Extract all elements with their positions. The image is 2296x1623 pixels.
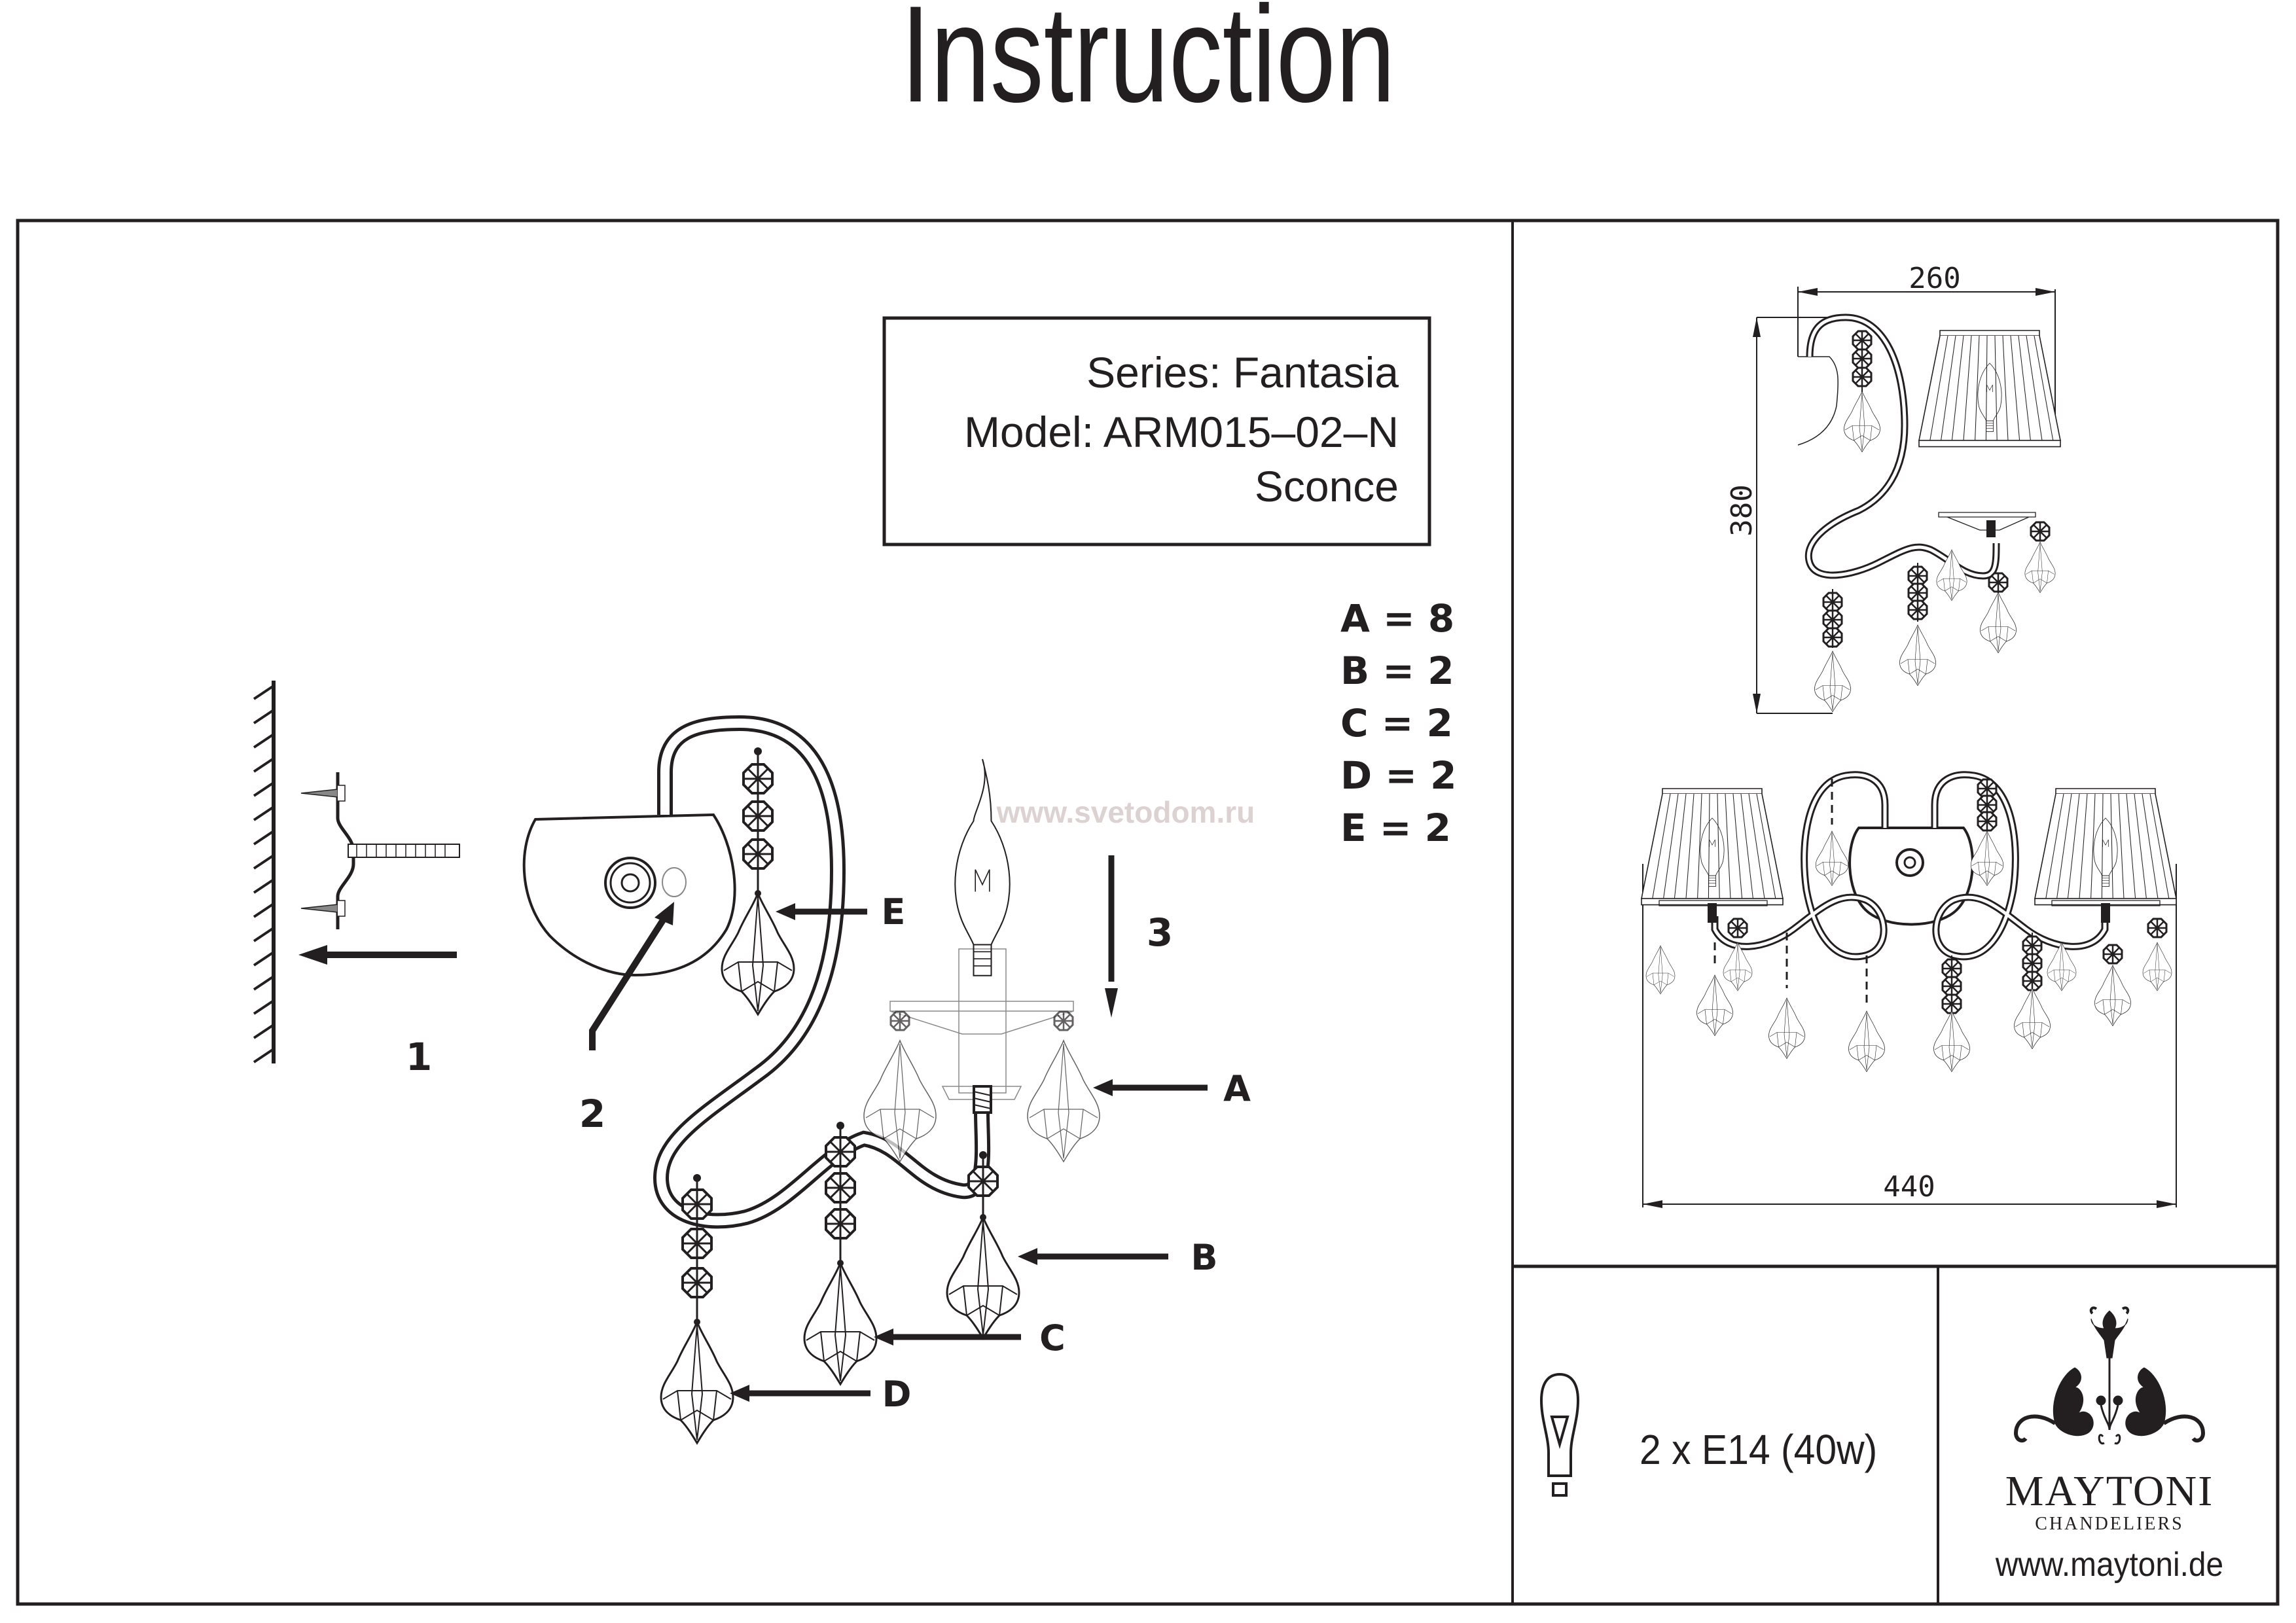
mount-nut-icon [604,857,656,909]
parts-list-item: E = 2 [1340,806,1451,850]
chandelier-ornament-logo [2013,1306,2206,1445]
step-1-wall-mount: 1 [253,681,460,1079]
callout-C: C [874,1317,1066,1359]
sconce-assembly-drawing: www.svetodom.ru 2 3 E A B C [522,715,1255,1444]
chain-D [660,1174,734,1444]
dimension-width-front: 440 [1883,1170,1935,1204]
step-1-label: 1 [406,1035,432,1079]
parts-list-item: C = 2 [1340,701,1453,745]
spec-model: Model: ARM015–02–N [964,408,1399,456]
chain-E [721,747,795,1016]
watermark: www.svetodom.ru [996,795,1255,829]
step-3-label: 3 [1147,910,1173,955]
callout-D: D [730,1374,911,1415]
front-view-drawing: 440 [1641,771,2177,1208]
spec-box: Series: Fantasia Model: ARM015–02–N Scon… [882,316,1431,546]
step-2-arrow [589,911,671,1050]
brand-website: www.maytoni.de [1995,1545,2223,1583]
bulb-spec-text: 2 x E14 (40w) [1640,1427,1877,1474]
parts-list-item: B = 2 [1340,649,1454,693]
parts-list-item: D = 2 [1340,753,1456,798]
callout-A: A [1093,1068,1251,1109]
wall-hatching [253,685,275,1063]
chain-B [946,1151,1020,1340]
spec-series: Series: Fantasia [1086,348,1399,397]
dimension-height-side: 380 [1725,484,1759,536]
brand-name: MAYTONI [2005,1467,2214,1515]
parts-list-item: A = 8 [1340,596,1454,641]
brand-block: MAYTONI CHANDELIERS www.maytoni.de [1995,1306,2223,1583]
parts-list: A = 8 B = 2 C = 2 D = 2 E = 2 [1340,596,1456,850]
side-view-drawing: 260 380 [1725,262,2061,714]
candle-holder [863,948,1100,1162]
outer-frame [16,219,2280,1606]
callout-A-label: A [1223,1068,1251,1109]
callout-E: E [776,891,905,933]
callout-E-label: E [882,891,906,933]
chain-C [803,1122,878,1385]
callout-B-label: B [1191,1237,1217,1278]
dimension-width-side: 260 [1909,262,1960,295]
candle-bulb-icon [954,758,1011,976]
screw-hole [662,867,687,897]
mounting-bracket-icon [300,772,460,929]
base-plate [522,813,736,977]
callout-C-label: C [1039,1317,1066,1359]
bulb-spec: 2 x E14 (40w) [1539,1372,1877,1497]
callout-B: B [1018,1237,1218,1278]
page-title: Instruction [901,0,1395,131]
bulb-icon [1539,1372,1580,1497]
spec-type: Sconce [1255,462,1399,510]
brand-tagline: CHANDELIERS [2035,1514,2183,1534]
callout-D-label: D [882,1374,912,1415]
step-2-label: 2 [579,1092,605,1136]
